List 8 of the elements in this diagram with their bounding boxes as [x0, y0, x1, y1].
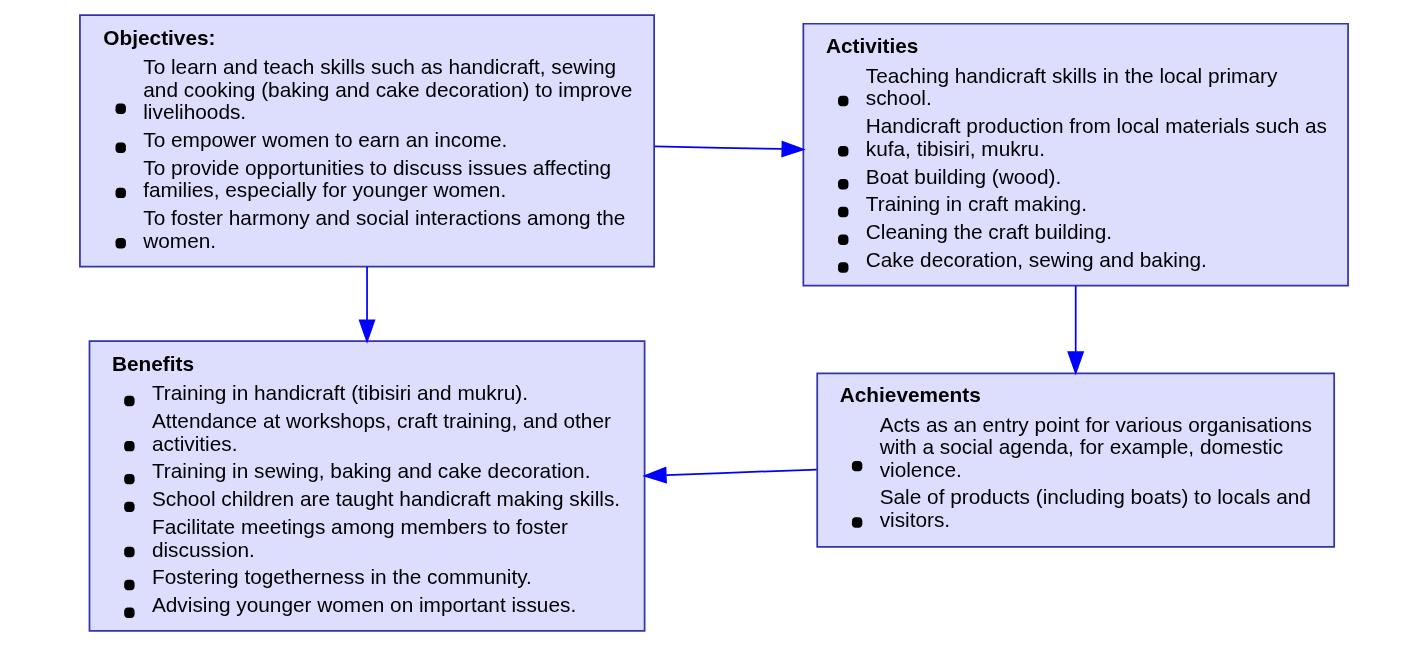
- arrow: [641, 466, 818, 484]
- node-box: Benefits Training in handicraft (tibisiri and mukru). Attendance at workshops, craft training, and other activities. Training in sewing, baking and cake decoration. School children are taught handicraft making skills. Facilitate meetings among members to foster discussion. Fostering togetherness in the community. Advising younger women on important issues.: [88, 340, 645, 632]
- node-box: Activities Teaching handicraft skills in the local primary school. Handicraft production from local materials such as kufa, tibisiri, mukru. Boat building (wood). Training in craft making. Cleaning the craft building. Cake decoration, sewing and baking.: [801, 22, 1349, 287]
- arrow: [653, 140, 806, 158]
- node-box: Achievements Acts as an entry point for various organisations with a social agenda, for example, domestic violence. Sale of products (including boats) to locals and visitors.: [815, 372, 1335, 548]
- node-box: Objectives: To learn and teach skills such as handicraft, sewing and cooking (baking and cake decoration) to improve livelihoods. To empower women to earn an income. To provide opportunities to discuss issues affecting families, especially for younger women. To foster harmony and social interactions among the women.: [78, 14, 655, 268]
- arrow: [358, 265, 376, 344]
- arrow: [1066, 285, 1084, 376]
